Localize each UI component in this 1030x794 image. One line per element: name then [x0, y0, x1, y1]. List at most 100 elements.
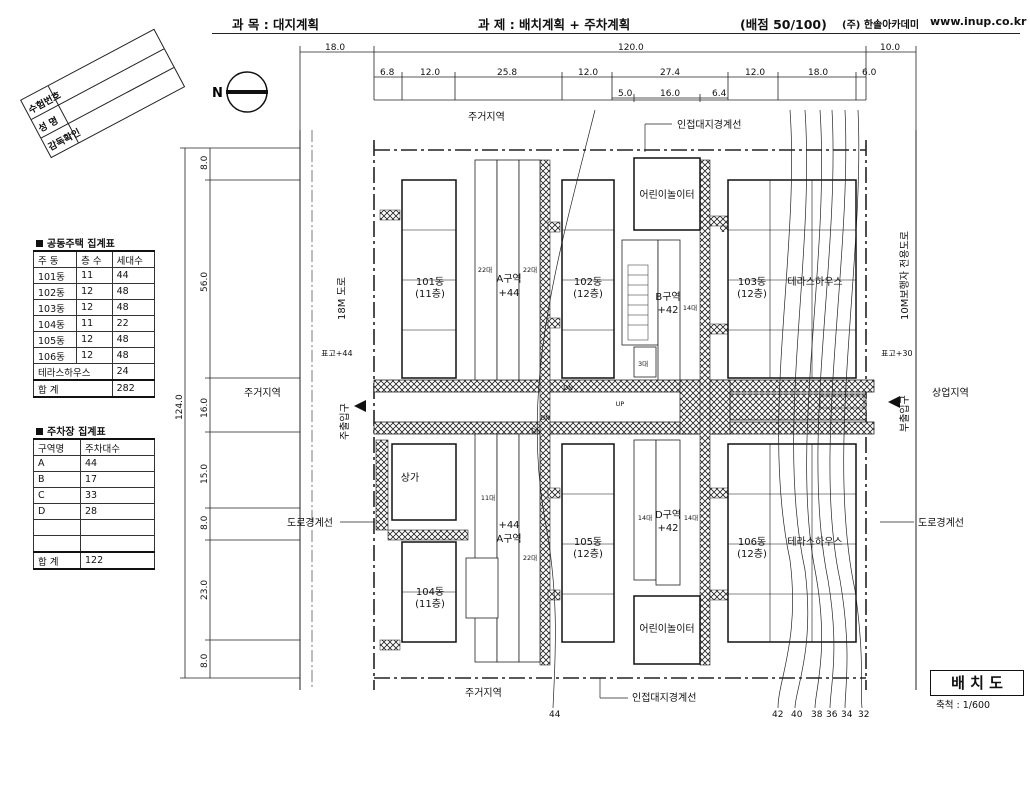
svg-text:11대: 11대 [481, 494, 495, 502]
task-label: 과 제 : 배치계획 + 주차계획 [478, 17, 631, 32]
svg-text:22대: 22대 [523, 266, 537, 274]
svg-text:12.0: 12.0 [578, 68, 598, 78]
svg-text:N: N [212, 86, 223, 101]
svg-text:+42: +42 [657, 305, 678, 316]
table-row [33, 519, 155, 536]
zone-a-label: A구역 [496, 533, 521, 545]
adjacent-boundary-bottom: 인접대지경계선 [632, 691, 696, 704]
sub-entrance-label: 부출입구 [898, 395, 911, 432]
contour-label: 40 [791, 710, 803, 720]
building-102-label: 102동 [574, 276, 602, 288]
commercial-zone-label: 상업지역 [932, 386, 969, 399]
svg-text:(12층): (12층) [737, 548, 767, 560]
road-boundary-right: 도로경계선 [918, 516, 964, 529]
building-103 [727, 179, 857, 379]
svg-text:DN: DN [563, 384, 573, 392]
elevation-right: 표고+30 [881, 349, 913, 358]
svg-text:8.0: 8.0 [200, 155, 210, 170]
shop-label: 상가 [401, 472, 419, 484]
terrace-label: 테라스하우스 [787, 275, 842, 288]
contour-label: 36 [826, 710, 838, 720]
svg-text:12.0: 12.0 [420, 68, 440, 78]
svg-text:DN: DN [540, 414, 550, 422]
playground-label: 어린이놀이터 [639, 189, 694, 201]
drawing-title: 배 치 도 [930, 670, 1024, 696]
svg-text:6.4: 6.4 [712, 89, 727, 99]
left-dimensions [180, 147, 300, 679]
svg-text:+44: +44 [498, 520, 519, 531]
building-102 [561, 179, 615, 379]
svg-text:6.8: 6.8 [380, 68, 395, 78]
dim-left-total: 124.0 [175, 394, 185, 420]
residential-zone-top: 주거지역 [468, 111, 505, 123]
svg-text:3대: 3대 [638, 360, 648, 368]
building-103-label: 103동 [738, 276, 766, 288]
publisher-label: (주) 한솔아카데미 [842, 20, 920, 31]
svg-text:5.0: 5.0 [618, 89, 633, 99]
zone-d-label: D구역 [655, 509, 681, 521]
sub-entrance-arrow-icon [888, 396, 900, 408]
building-101-label: 101동 [416, 276, 444, 288]
adjacent-boundary-top: 인접대지경계선 [677, 118, 741, 131]
zone-b-label: B구역 [655, 291, 680, 303]
svg-text:25.8: 25.8 [497, 68, 517, 78]
dim-top-right: 10.0 [880, 43, 900, 53]
road-10m-label: 10M보행자 전용도로 [899, 231, 911, 320]
elevation-left: 표고+44 [321, 349, 353, 358]
svg-text:14대: 14대 [638, 514, 652, 522]
playground-top [633, 157, 701, 231]
svg-text:18.0: 18.0 [808, 68, 828, 78]
residential-zone-bottom: 주거지역 [465, 687, 502, 699]
terrace-label: 테라스하우스 [787, 535, 842, 548]
shop-building [391, 443, 457, 521]
svg-text:(12층): (12층) [573, 548, 603, 560]
building-101 [401, 179, 457, 379]
svg-text:16.0: 16.0 [660, 89, 680, 99]
road-18m-label: 18M 도로 [337, 277, 348, 320]
road-18m [299, 130, 375, 690]
svg-text:DN: DN [531, 427, 541, 435]
svg-text:8.0: 8.0 [200, 653, 210, 668]
dim-top-mid: 120.0 [618, 43, 644, 53]
svg-text:(12층): (12층) [573, 288, 603, 300]
contour-label: 44 [549, 710, 561, 720]
subject-label: 과 목 : 대지계획 [232, 17, 320, 32]
svg-text:27.4: 27.4 [660, 68, 680, 78]
svg-text:(12층): (12층) [737, 288, 767, 300]
parking-table-title: 주차장 집계표 [36, 423, 106, 438]
drawing-scale: 축척 : 1/600 [936, 700, 991, 711]
svg-text:15.0: 15.0 [200, 464, 210, 484]
svg-text:UP: UP [616, 400, 625, 408]
svg-text:14대: 14대 [684, 514, 698, 522]
svg-text:22대: 22대 [523, 554, 537, 562]
contour-label: 38 [811, 710, 823, 720]
building-106 [727, 443, 857, 643]
building-106-label: 106동 [738, 536, 766, 548]
svg-text:+42: +42 [657, 523, 678, 534]
playground-bottom [633, 595, 701, 665]
contour-lines [536, 109, 863, 709]
score-label: (배점 50/100) [740, 17, 827, 32]
building-105-label: 105동 [574, 536, 602, 548]
contour-label: 34 [841, 710, 853, 720]
url-label: www.inup.co.kr [930, 15, 1027, 28]
svg-text:(11층): (11층) [415, 288, 445, 300]
svg-text:14대: 14대 [683, 304, 697, 312]
svg-text:56.0: 56.0 [200, 272, 210, 292]
header-rule [212, 33, 1020, 34]
building-104-label: 104동 [416, 586, 444, 598]
residential-zone-left: 주거지역 [244, 387, 281, 399]
building-105 [561, 443, 615, 643]
